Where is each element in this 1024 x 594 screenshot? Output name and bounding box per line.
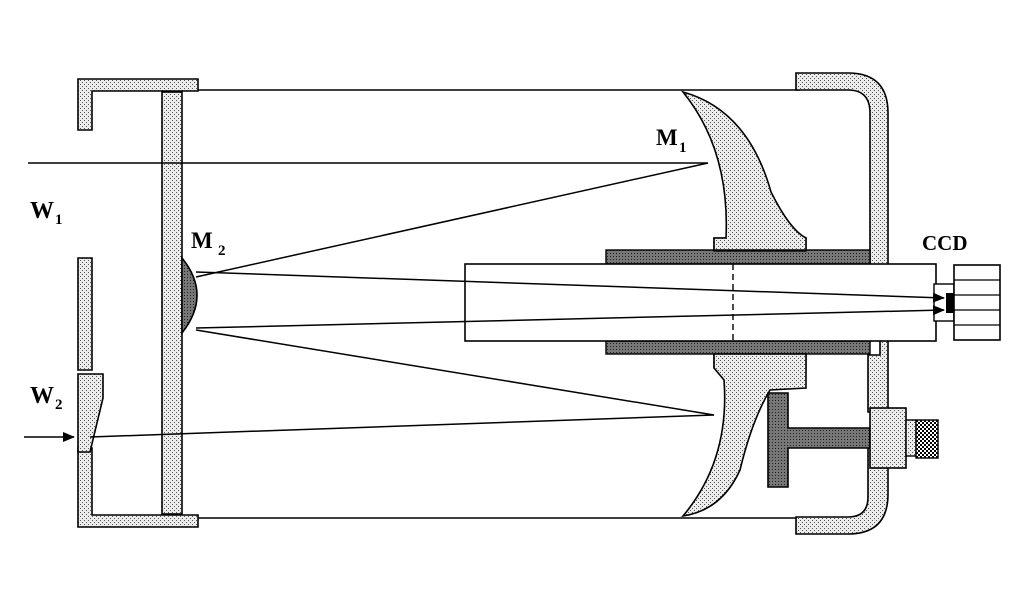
svg-text:M: M xyxy=(656,125,678,150)
ray-w2-incoming xyxy=(89,414,715,438)
light-rays xyxy=(24,162,945,442)
primary-mirror-m1-upper xyxy=(680,90,807,251)
ccd-camera xyxy=(933,264,1001,341)
front-cap xyxy=(77,78,199,528)
ray-m1-to-m2-upper xyxy=(195,162,709,278)
svg-text:2: 2 xyxy=(55,397,63,413)
svg-text:1: 1 xyxy=(55,212,63,228)
label-m1: M 1 xyxy=(656,125,687,156)
svg-text:1: 1 xyxy=(679,140,687,156)
focus-knob-icon[interactable] xyxy=(915,419,939,459)
secondary-mirror-m2 xyxy=(181,255,198,336)
primary-mirror-m1-lower xyxy=(681,353,807,518)
label-m2: M 2 xyxy=(191,228,226,259)
svg-text:W: W xyxy=(30,198,54,224)
corrector-plate xyxy=(161,91,183,515)
telescope-tube xyxy=(196,89,800,519)
baffle-tube xyxy=(464,263,937,342)
ray-m1-to-m2-lower xyxy=(195,329,715,416)
label-ccd: CCD xyxy=(922,231,968,255)
svg-text:2: 2 xyxy=(218,243,226,259)
label-w1: W 1 xyxy=(30,198,63,228)
ray-m2-to-ccd-lower xyxy=(195,305,945,329)
ccd-sensor xyxy=(946,293,954,313)
ray-m2-to-ccd-upper xyxy=(195,271,945,303)
svg-text:W: W xyxy=(30,383,54,409)
svg-text:M: M xyxy=(191,228,213,253)
focus-bracket xyxy=(767,392,939,488)
rear-housing xyxy=(795,72,889,535)
label-w2: W 2 xyxy=(30,383,63,413)
window-w2-wedge xyxy=(77,373,104,453)
